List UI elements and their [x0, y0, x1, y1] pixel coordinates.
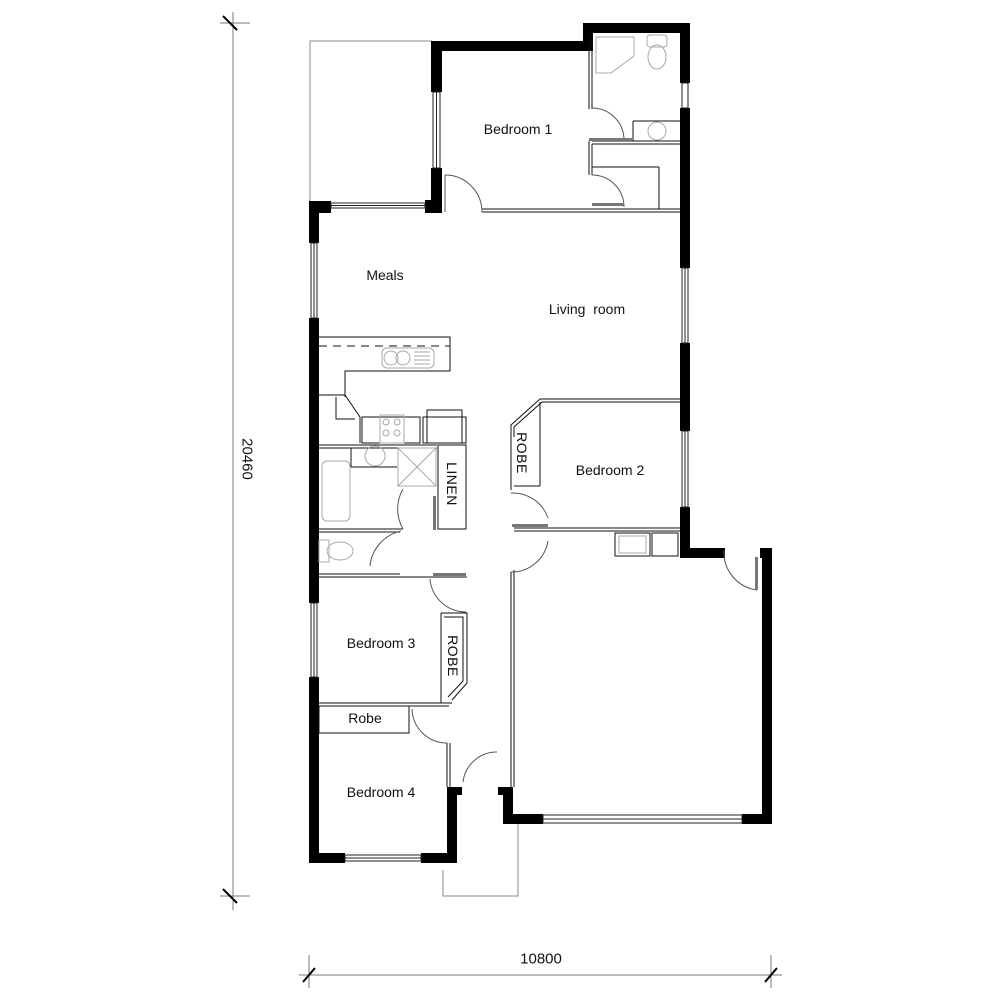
fixtures	[318, 34, 668, 563]
fixture-label-robe-bedroom2: ROBE	[514, 432, 530, 474]
room-label-bedroom1: Bedroom 1	[483, 121, 553, 137]
fixture-label-linen: LINEN	[444, 462, 460, 506]
room-label-robe-bedroom4: Robe	[348, 710, 382, 726]
room-label-living: Living room	[548, 301, 626, 317]
fixture-label-robe-bedroom3: ROBE	[445, 635, 461, 677]
windows	[310, 82, 743, 862]
door-leaves	[433, 138, 758, 590]
dimension-width-label: 10800	[520, 950, 562, 968]
room-label-meals: Meals	[366, 267, 404, 283]
internal-walls	[318, 33, 680, 787]
room-label-bedroom3: Bedroom 3	[346, 635, 416, 651]
dimension-horizontal	[299, 955, 782, 988]
room-label-bedroom2: Bedroom 2	[575, 462, 645, 478]
external-walls	[309, 23, 772, 863]
dimension-depth-label: 20460	[238, 438, 256, 480]
room-label-bedroom4: Bedroom 4	[346, 784, 416, 800]
dimension-vertical	[220, 12, 250, 910]
door-swings	[369, 107, 758, 783]
outdoor-outlines	[309, 40, 519, 897]
